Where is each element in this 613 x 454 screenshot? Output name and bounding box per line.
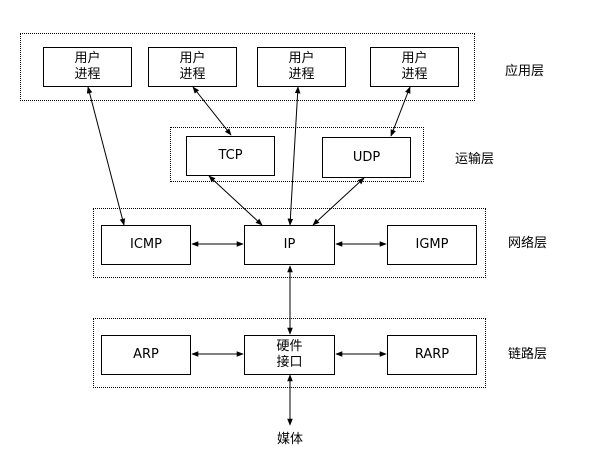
link-layer-label: 链路层 bbox=[508, 347, 548, 362]
application-layer-label: 应用层 bbox=[505, 64, 545, 79]
arp-box: ARP bbox=[101, 335, 191, 375]
udp-box: UDP bbox=[322, 137, 411, 178]
network-layer-label: 网络层 bbox=[508, 236, 548, 251]
ip-box: IP bbox=[244, 225, 335, 265]
user-process-box-1: 用户进程 bbox=[43, 47, 132, 87]
ip-label: IP bbox=[283, 237, 296, 252]
icmp-label: ICMP bbox=[130, 237, 162, 252]
node-label-line2: 进程 bbox=[179, 67, 206, 82]
edge-process4-udp bbox=[390, 86, 411, 137]
igmp-label: IGMP bbox=[415, 237, 449, 252]
tcp-box: TCP bbox=[186, 136, 275, 176]
tcp-label: TCP bbox=[218, 148, 243, 163]
rarp-label: RARP bbox=[414, 347, 450, 362]
arp-label: ARP bbox=[133, 347, 159, 362]
edge-process3-ip bbox=[287, 86, 301, 226]
igmp-box: IGMP bbox=[387, 225, 477, 265]
user-process-box-4: 用户进程 bbox=[370, 47, 459, 87]
node-label-line2: 进程 bbox=[288, 67, 315, 82]
node-label-line2: 进程 bbox=[74, 67, 101, 82]
node-label-line1: 用户 bbox=[288, 51, 315, 66]
node-label-line2: 接口 bbox=[276, 355, 303, 370]
user-process-box-3: 用户进程 bbox=[257, 47, 346, 87]
icmp-box: ICMP bbox=[101, 225, 191, 265]
edge-tcp-ip bbox=[208, 175, 263, 226]
edge-udp-ip bbox=[312, 177, 365, 226]
edge-process2-tcp bbox=[192, 86, 232, 136]
media-label: 媒体 bbox=[277, 432, 304, 447]
node-label-line1: 用户 bbox=[74, 51, 101, 66]
node-label-line1: 用户 bbox=[179, 51, 206, 66]
node-label-line1: 用户 bbox=[401, 51, 428, 66]
user-process-box-2: 用户进程 bbox=[148, 47, 237, 87]
rarp-box: RARP bbox=[387, 335, 477, 375]
node-label-line2: 进程 bbox=[401, 67, 428, 82]
node-label-line1: 硬件 bbox=[276, 339, 303, 354]
udp-label: UDP bbox=[352, 149, 381, 165]
edge-process1-icmp bbox=[86, 86, 126, 226]
hw-interface-box: 硬件接口 bbox=[244, 335, 335, 375]
transport-layer-label: 运输层 bbox=[455, 152, 495, 167]
application-layer-frame bbox=[20, 33, 475, 101]
